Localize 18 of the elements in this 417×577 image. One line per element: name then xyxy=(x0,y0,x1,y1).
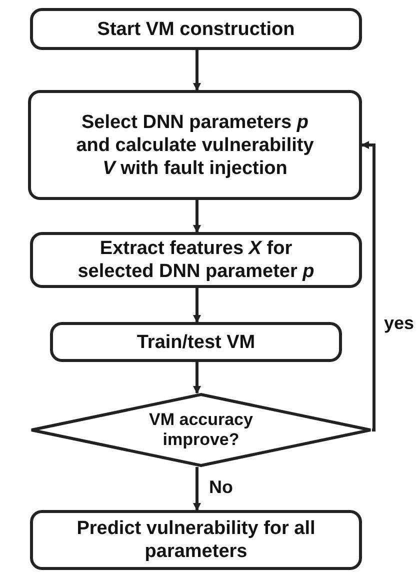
node-text: Select DNN parameters p and calculate vulnerability V with fault injection xyxy=(75,110,315,180)
node-text: Train/test VM xyxy=(136,330,256,354)
arrow xyxy=(193,50,201,91)
node-text: Extract features X for selected DNN parameter p xyxy=(76,237,316,283)
arrow xyxy=(361,141,376,432)
process-box xyxy=(30,510,362,570)
process-box xyxy=(30,8,362,50)
process-box xyxy=(50,322,342,362)
node-text: Predict vulnerability for all parameters xyxy=(76,517,316,563)
process-box xyxy=(28,90,362,200)
node-text: VM accuracy improve? xyxy=(148,410,254,450)
arrow xyxy=(193,467,201,511)
process-box xyxy=(30,232,362,288)
node-text: Start VM construction xyxy=(96,18,296,40)
arrow xyxy=(193,288,201,323)
decision-diamond xyxy=(30,393,372,467)
arrow xyxy=(193,362,201,394)
arrow xyxy=(193,200,201,233)
